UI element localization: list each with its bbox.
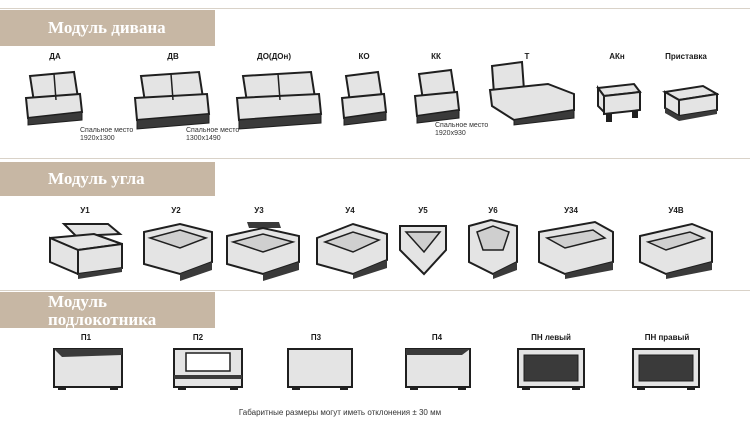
armrest-p2-figure <box>173 348 243 390</box>
footer-note: Габаритные размеры могут иметь отклонени… <box>238 408 442 417</box>
armrest-pn-right-figure <box>632 348 700 390</box>
corner-u6-figure <box>468 218 518 279</box>
corner-u34-figure <box>538 220 614 279</box>
label-pn-left: ПН левый <box>531 333 571 342</box>
label-p1: П1 <box>80 333 92 342</box>
divider <box>0 290 750 291</box>
armrest-p3-figure <box>287 348 353 390</box>
label-u3: У3 <box>254 206 264 215</box>
corner-u4-figure <box>316 222 388 279</box>
label-u4: У4 <box>345 206 355 215</box>
label-pristavka: Приставка <box>665 52 707 61</box>
label-p2: П2 <box>192 333 204 342</box>
section-title-sofa: Модуль дивана <box>0 10 215 46</box>
armrest-p1-figure <box>53 348 123 390</box>
armrest-pn-left-figure <box>517 348 585 390</box>
label-pn-right: ПН правый <box>644 333 690 342</box>
sofa-t-figure <box>488 60 575 126</box>
label-dv: ДВ <box>167 52 179 61</box>
label-da: ДА <box>49 52 61 61</box>
sofa-pristavka-figure <box>662 84 719 121</box>
label-u6: У6 <box>488 206 498 215</box>
sleep-note-da: Спальное место 1920x1300 <box>80 127 134 142</box>
label-u4v: У4В <box>668 206 684 215</box>
sofa-do-figure <box>235 70 323 130</box>
label-p3: П3 <box>310 333 322 342</box>
sofa-dv-figure <box>133 70 211 130</box>
label-akn: АКн <box>609 52 625 61</box>
label-u1: У1 <box>80 206 90 215</box>
armrest-p4-figure <box>405 348 471 390</box>
label-u2: У2 <box>171 206 181 215</box>
corner-u3-figure <box>226 222 300 281</box>
label-t: Т <box>524 52 530 61</box>
label-ko: КО <box>358 52 370 61</box>
sofa-da-figure <box>24 70 84 126</box>
corner-u1-figure <box>49 223 123 279</box>
sofa-kk-figure <box>413 68 461 124</box>
sleep-note-dv: Спальное место 1300x1490 <box>186 127 240 142</box>
sleep-note-kk: Спальное место 1920x930 <box>435 122 489 137</box>
label-p4: П4 <box>431 333 443 342</box>
corner-u2-figure <box>143 222 213 281</box>
corner-u4v-figure <box>639 222 713 279</box>
divider <box>0 8 750 9</box>
section-title-corner: Модуль угла <box>0 162 215 196</box>
label-u34: У34 <box>564 206 578 215</box>
corner-u5-figure <box>399 225 447 276</box>
label-do: ДО(ДОн) <box>256 52 292 61</box>
divider <box>0 158 750 159</box>
sofa-ko-figure <box>340 70 388 126</box>
label-u5: У5 <box>418 206 428 215</box>
sofa-akn-figure <box>596 82 642 122</box>
section-title-armrest: Модуль подлокотника <box>0 292 215 329</box>
label-kk: КК <box>431 52 441 61</box>
